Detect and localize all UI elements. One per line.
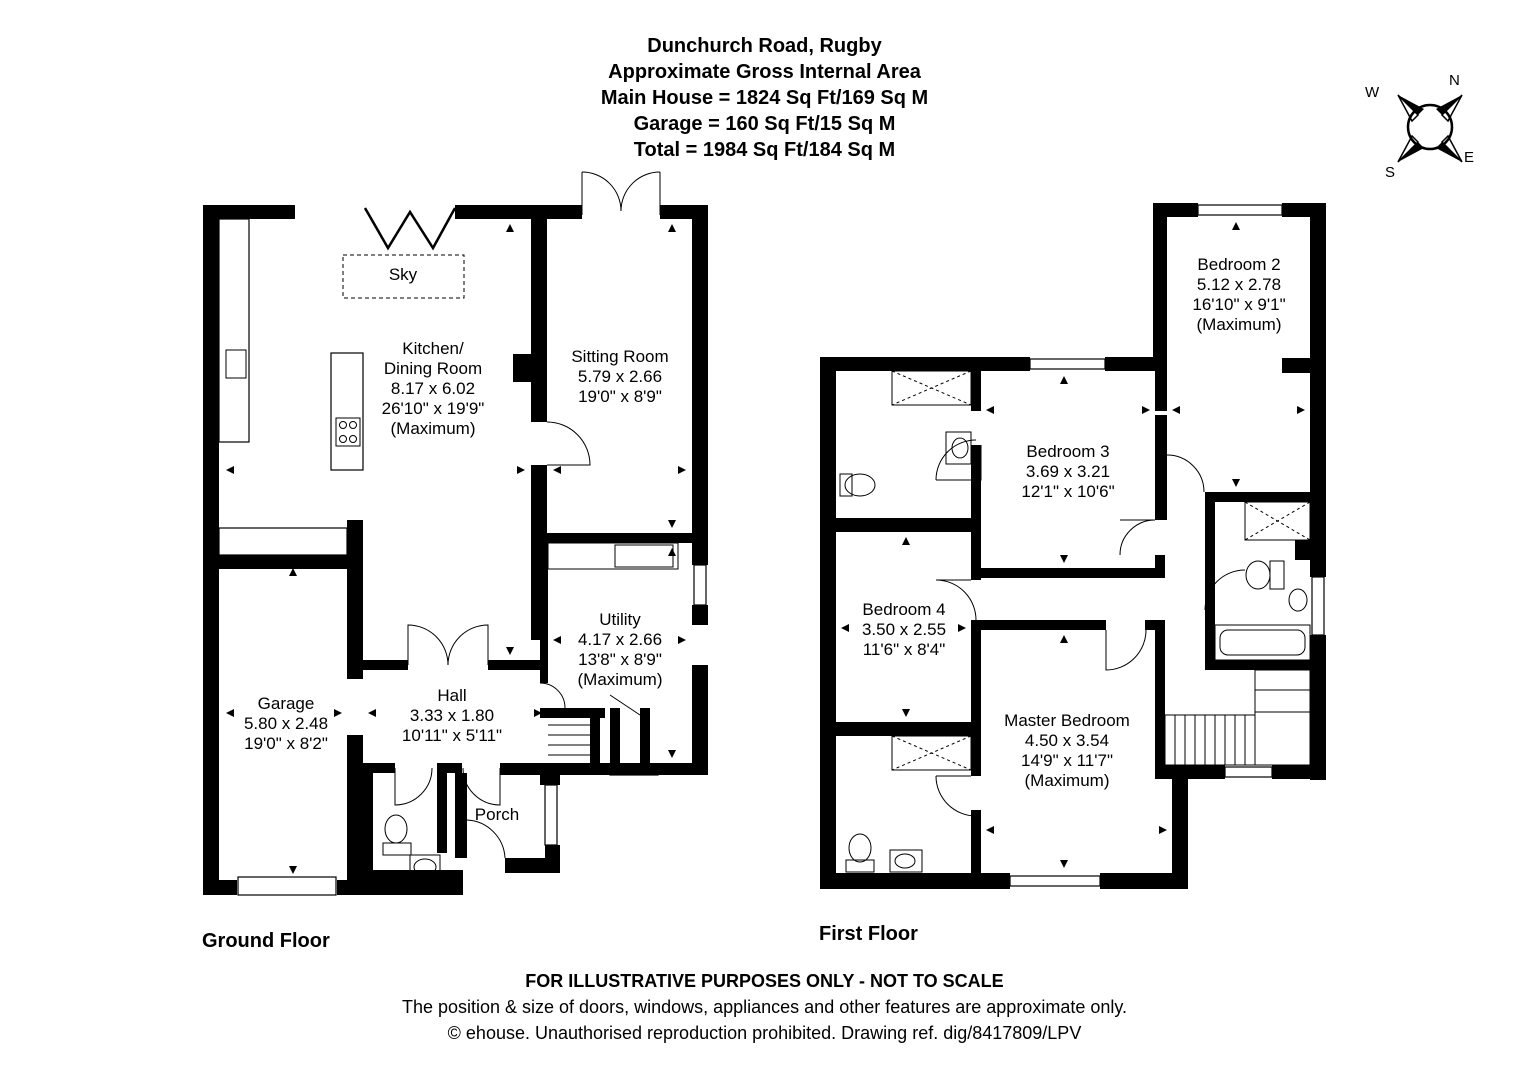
area-title: Approximate Gross Internal Area [608, 61, 921, 83]
room-size-metric: 3.50 x 2.55 [861, 620, 947, 639]
utility-sink-icon [614, 544, 674, 568]
room-label-bedroom-2: Bedroom 2 5.12 x 2.78 16'10" x 9'1" (Max… [1192, 255, 1285, 335]
room-name: Porch [474, 805, 520, 824]
utility-worktop [547, 542, 679, 570]
compass-west: W [1365, 84, 1380, 101]
compass-south: S [1385, 164, 1396, 181]
first-floor-windows [821, 204, 1325, 887]
dimension-arrows [226, 222, 1305, 874]
kitchen-island [330, 352, 364, 471]
main-house-area: Main House = 1824 Sq Ft/169 Sq M [600, 87, 929, 109]
first-floor-walls [820, 203, 1326, 889]
room-name: Bedroom 2 [1197, 255, 1281, 274]
wc-icon [382, 814, 441, 880]
room-size-note: (Maximum) [1196, 315, 1282, 334]
garage-area: Garage = 160 Sq Ft/15 Sq M [633, 113, 896, 135]
room-label-master-bedroom: Master Bedroom 4.50 x 3.54 14'9" x 11'7"… [1004, 711, 1130, 791]
hob-icon [335, 417, 361, 447]
room-size-metric: 8.17 x 6.02 [390, 379, 476, 398]
room-size-metric: 5.79 x 2.66 [577, 367, 663, 386]
stairs-first-floor [1164, 669, 1311, 766]
door-swings [394, 421, 641, 859]
room-label-bedroom-3: Bedroom 3 3.69 x 3.21 12'1" x 10'6" [1021, 442, 1114, 502]
room-label-sitting: Sitting Room 5.79 x 2.66 19'0" x 8'9" [571, 347, 668, 407]
room-size-imperial: 16'10" x 9'1" [1192, 295, 1286, 314]
room-label-utility: Utility 4.17 x 2.66 13'8" x 8'9" (Maximu… [578, 610, 663, 690]
room-name: Garage [257, 694, 315, 713]
ground-floor-windows [237, 564, 707, 896]
room-name: Utility [599, 610, 641, 629]
room-name: Kitchen/ [402, 339, 464, 358]
room-size-note: (Maximum) [1024, 771, 1110, 790]
door-swings-first-floor [935, 439, 1246, 817]
room-size-imperial: 14'9" x 11'7" [1021, 751, 1113, 770]
room-name: Sitting Room [571, 347, 669, 366]
first-floor-fixtures [839, 370, 1311, 873]
room-label-porch: Porch [475, 805, 519, 825]
copyright: © ehouse. Unauthorised reproduction proh… [447, 1023, 1082, 1043]
sink-icon [225, 349, 247, 379]
skylight [342, 254, 465, 299]
room-name: Bedroom 3 [1026, 442, 1110, 461]
room-size-imperial: 26'10" x 19'9" [381, 399, 485, 418]
worktop [218, 527, 348, 556]
disclaimer: FOR ILLUSTRATIVE PURPOSES ONLY - NOT TO … [525, 971, 1004, 991]
first-floor-label: First Floor [819, 923, 918, 945]
room-label-kitchen: Kitchen/ Dining Room 8.17 x 6.02 26'10" … [382, 339, 485, 439]
room-name: Dining Room [383, 359, 483, 378]
room-label-hall: Hall 3.33 x 1.80 10'11" x 5'11" [402, 686, 502, 746]
room-size-metric: 5.12 x 2.78 [1196, 275, 1282, 294]
room-size-metric: 4.50 x 3.54 [1024, 731, 1110, 750]
room-name: Master Bedroom [1004, 711, 1130, 730]
french-doors [581, 171, 661, 215]
room-label-garage: Garage 5.80 x 2.48 19'0" x 8'2" [244, 694, 328, 754]
room-size-metric: 3.33 x 1.80 [409, 706, 495, 725]
room-size-imperial: 10'11" x 5'11" [401, 726, 503, 745]
ground-floor-label: Ground Floor [202, 930, 330, 952]
room-name: Hall [437, 686, 467, 705]
room-size-imperial: 11'6" x 8'4" [862, 640, 946, 659]
room-size-note: (Maximum) [390, 419, 476, 438]
stairs [548, 724, 590, 756]
compass-east: E [1464, 149, 1475, 166]
room-size-note: (Maximum) [577, 670, 663, 689]
room-size-metric: 4.17 x 2.66 [577, 630, 663, 649]
room-size-imperial: 19'0" x 8'9" [578, 387, 662, 406]
room-size-imperial: 19'0" x 8'2" [244, 734, 328, 753]
worktop [218, 218, 250, 443]
address-title: Dunchurch Road, Rugby [647, 35, 882, 57]
room-name: Bedroom 4 [862, 600, 946, 619]
room-size-metric: 5.80 x 2.48 [243, 714, 329, 733]
skylight-label: Sky [388, 265, 418, 284]
room-label-bedroom-4: Bedroom 4 3.50 x 2.55 11'6" x 8'4" [862, 600, 946, 660]
compass-rose-icon [1397, 94, 1463, 163]
disclaimer-note: The position & size of doors, windows, a… [401, 997, 1128, 1017]
ground-floor-walls [203, 205, 708, 895]
compass-north: N [1449, 72, 1460, 89]
room-size-imperial: 12'1" x 10'6" [1021, 482, 1115, 501]
room-size-metric: 3.69 x 3.21 [1025, 462, 1111, 481]
total-area: Total = 1984 Sq Ft/184 Sq M [633, 139, 896, 161]
bifold-door [363, 207, 457, 251]
room-size-imperial: 13'8" x 8'9" [578, 650, 662, 669]
